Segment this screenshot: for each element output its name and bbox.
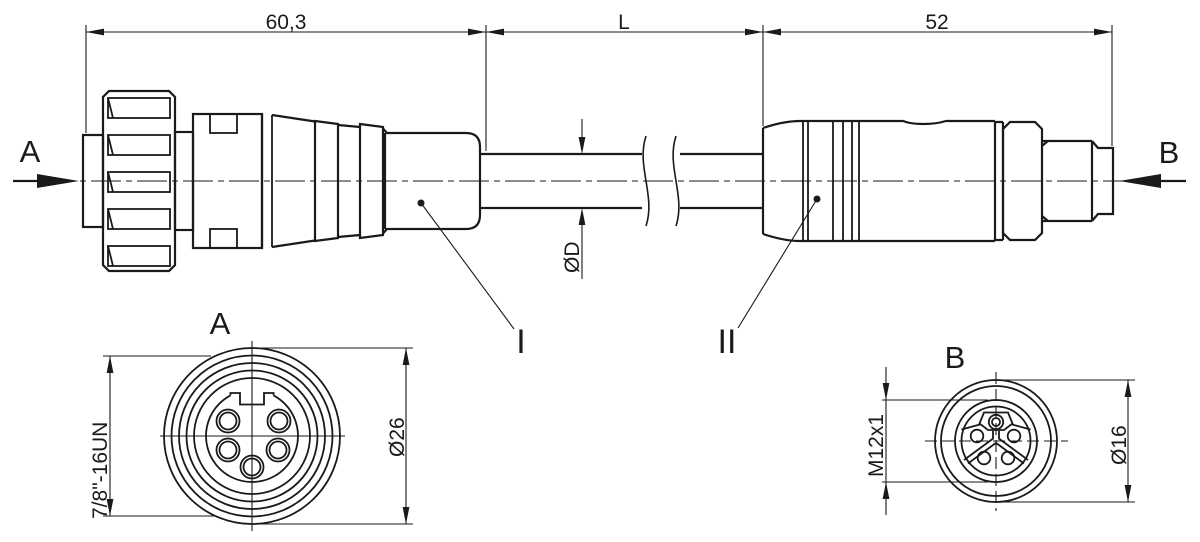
connector-b-boot — [761, 119, 801, 243]
connector-b-grooves — [802, 121, 860, 241]
connector-b-side-view — [761, 119, 1115, 243]
dim-label-connector-a-length: 60,3 — [266, 11, 307, 34]
view-b-coding-slots — [961, 423, 1031, 465]
view-b-pins — [969, 428, 1022, 466]
view-b-thread-dimension: M12x1 — [865, 367, 988, 515]
view-b-key-polygon — [978, 411, 1014, 431]
connector-a-latch-notch-bottom — [209, 228, 238, 249]
view-b-diameter-label: Ø16 — [1108, 425, 1131, 465]
cable — [481, 135, 763, 227]
view-b-face: B M12 — [865, 340, 1135, 515]
view-b-diameter-dimension: Ø16 — [1002, 379, 1135, 503]
view-a-title: A — [210, 306, 231, 341]
top-dimension-group: 60,3 L 52 — [85, 11, 1113, 151]
connector-a-coupling-nut — [101, 89, 177, 273]
part-label-i: I — [516, 323, 525, 361]
dim-label-connector-b-length: 52 — [925, 11, 948, 34]
cable-break-line-left — [642, 135, 650, 227]
connector-a-nut-slots — [107, 97, 171, 267]
connector-a-latch-notch-top — [209, 113, 238, 134]
connector-b-thread-section — [1041, 139, 1094, 223]
cable-diameter-dimension: ØD — [561, 119, 586, 279]
connector-b-body — [800, 119, 997, 243]
view-a-face: A 7/8"-16UN Ø — [89, 306, 413, 531]
dim-label-cable-diameter: ØD — [561, 242, 584, 274]
part-label-ii: II — [718, 323, 737, 361]
connector-a-side-view — [81, 89, 482, 273]
view-a-thread-label: 7/8"-16UN — [89, 422, 112, 519]
view-a-thread-dimension: 7/8"-16UN — [89, 355, 214, 519]
view-a-diameter-label: Ø26 — [386, 417, 409, 457]
connector-b-tip — [1091, 140, 1115, 222]
view-b-title: B — [945, 340, 966, 375]
view-a-sockets — [215, 408, 292, 480]
view-a-diameter-dimension: Ø26 — [258, 347, 413, 525]
leader-part-i: I — [417, 199, 526, 361]
section-arrow-b: B — [1119, 135, 1186, 188]
connector-a-ring-1 — [313, 119, 340, 243]
leader-part-ii: II — [718, 195, 821, 361]
view-b-thread-label: M12x1 — [865, 414, 888, 477]
connector-a-ring-2 — [358, 122, 385, 240]
section-label-b: B — [1159, 135, 1180, 170]
cable-break-line-right — [672, 135, 680, 227]
connector-b-knurled-ring — [1001, 120, 1044, 242]
dim-label-cable-length: L — [618, 11, 630, 34]
connector-a-rear-cylinder — [383, 131, 482, 231]
connector-a-taper — [271, 113, 388, 249]
section-label-a: A — [20, 134, 41, 169]
section-arrow-a: A — [13, 134, 79, 188]
